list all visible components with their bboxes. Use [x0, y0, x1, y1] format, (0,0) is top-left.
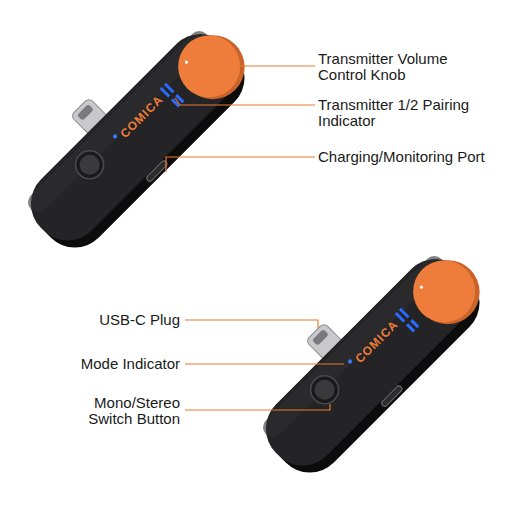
callout-label: Mode Indicator [81, 356, 180, 372]
transmitter-bottom [235, 223, 499, 487]
leader-line [185, 320, 318, 328]
leader-line [232, 65, 315, 66]
leader-line [175, 98, 315, 105]
callout-label: Transmitter 1/2 Pairing Indicator [318, 97, 496, 129]
leader-line [185, 404, 330, 410]
callout-label: Transmitter Volume Control Knob [318, 51, 488, 83]
leader-line [185, 363, 344, 364]
callout-label: Mono/Stereo Switch Button [76, 395, 180, 427]
callout-label: Charging/Monitoring Port [318, 149, 485, 165]
leader-line [166, 157, 315, 172]
callout-label: USB-C Plug [99, 312, 180, 328]
transmitter-top [0, 0, 264, 262]
